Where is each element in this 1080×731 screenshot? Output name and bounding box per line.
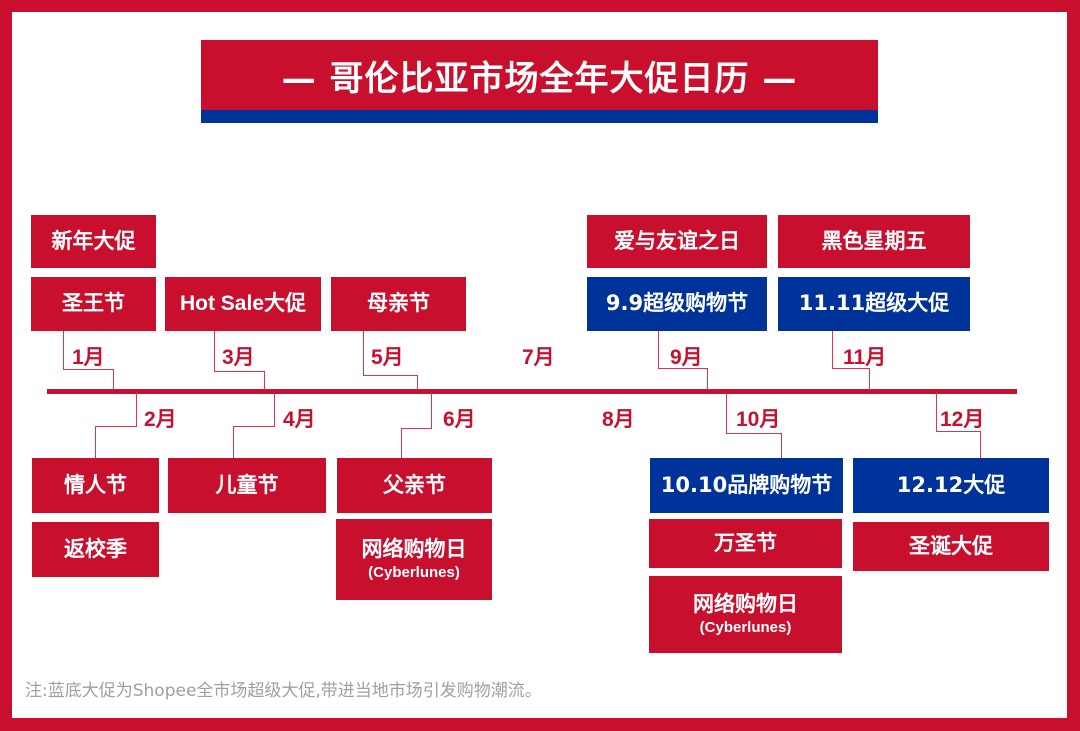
- event-box-10-10-brand-shopping: 10.10品牌购物节: [650, 458, 843, 513]
- title-red-bar: — 哥伦比亚市场全年大促日历 —: [201, 40, 878, 110]
- connector-oct: [726, 393, 727, 434]
- month-label-mar: 3月: [222, 346, 255, 369]
- month-label-apr: 4月: [283, 408, 316, 431]
- event-box-mothers-day: 母亲节: [331, 277, 466, 331]
- month-label-sep: 9月: [670, 346, 703, 369]
- connector-jun: [401, 428, 402, 458]
- connector-mar: [264, 371, 265, 390]
- event-box-childrens-day: 儿童节: [168, 458, 326, 513]
- connector-jan: [63, 331, 64, 370]
- connector-may: [417, 375, 418, 390]
- connector-may: [363, 331, 364, 376]
- event-label: 返校季: [64, 536, 127, 561]
- event-label: Hot Sale大促: [179, 292, 307, 316]
- event-label: 10.10品牌购物节: [660, 472, 833, 497]
- connector-dec: [980, 431, 981, 458]
- month-label-jul: 7月: [522, 346, 555, 369]
- event-sublabel: (Cyberlunes): [699, 619, 792, 637]
- connector-feb: [95, 426, 96, 458]
- event-label: 儿童节: [215, 472, 279, 497]
- event-box-black-friday: 黑色星期五: [778, 215, 970, 268]
- connector-may: [363, 375, 418, 376]
- event-box-cyberlunes-june: 网络购物日 (Cyberlunes): [336, 519, 492, 600]
- connector-feb: [95, 426, 137, 427]
- event-box-11-11-super-sale: 11.11超级大促: [778, 277, 970, 331]
- month-label-may: 5月: [371, 346, 404, 369]
- title-blue-underline: [201, 110, 878, 123]
- page-title: — 哥伦比亚市场全年大促日历 —: [281, 58, 798, 99]
- event-box-three-kings-day: 圣王节: [31, 277, 156, 331]
- content-area: [12, 12, 1067, 718]
- connector-sep: [707, 368, 708, 390]
- month-label-feb: 2月: [144, 408, 177, 431]
- connector-oct: [781, 433, 782, 458]
- event-box-back-to-school: 返校季: [32, 522, 159, 577]
- connector-jan: [63, 369, 114, 370]
- month-label-aug: 8月: [602, 408, 635, 431]
- event-label: 万圣节: [714, 530, 777, 555]
- event-label: 12.12大促: [896, 472, 1006, 497]
- connector-jun: [431, 393, 432, 429]
- event-box-halloween: 万圣节: [649, 519, 842, 568]
- month-label-oct: 10月: [736, 408, 781, 431]
- month-label-jan: 1月: [72, 346, 105, 369]
- connector-sep: [658, 368, 708, 369]
- event-label: 爱与友谊之日: [614, 228, 740, 253]
- month-label-dec: 12月: [940, 408, 985, 431]
- month-label-nov: 11月: [843, 346, 887, 369]
- event-box-9-9-super-shopping: 9.9超级购物节: [587, 277, 767, 331]
- event-box-christmas-sale: 圣诞大促: [853, 522, 1049, 571]
- event-sublabel: (Cyberlunes): [368, 564, 460, 582]
- event-box-love-friendship-day: 爱与友谊之日: [587, 215, 767, 268]
- footnote: 注:蓝底大促为Shopee全市场超级大促,带进当地市场引发购物潮流。: [25, 681, 542, 701]
- connector-nov: [832, 368, 870, 369]
- connector-oct: [726, 433, 782, 434]
- connector-mar: [214, 331, 215, 372]
- event-box-12-12-sale: 12.12大促: [853, 458, 1049, 513]
- connector-jan: [113, 369, 114, 390]
- event-label: 圣诞大促: [909, 533, 993, 558]
- connector-feb: [136, 393, 137, 427]
- connector-dec: [936, 393, 937, 432]
- event-label: 父亲节: [383, 472, 446, 497]
- event-label: 新年大促: [51, 228, 136, 253]
- event-box-cyberlunes-october: 网络购物日 (Cyberlunes): [649, 576, 842, 653]
- connector-dec: [936, 431, 981, 432]
- event-label: 9.9超级购物节: [605, 291, 749, 316]
- connector-jun: [401, 428, 432, 429]
- month-label-jun: 6月: [443, 408, 476, 431]
- connector-nov: [869, 368, 870, 390]
- connector-nov: [832, 331, 833, 369]
- event-label: 母亲节: [367, 291, 430, 316]
- event-label: 11.11超级大促: [798, 291, 950, 316]
- event-label: 情人节: [64, 472, 127, 497]
- timeline-axis: [47, 389, 1017, 394]
- event-label: 黑色星期五: [821, 228, 927, 253]
- connector-sep: [658, 331, 659, 369]
- event-label: 网络购物日: [361, 536, 467, 561]
- event-label: 网络购物日: [693, 591, 798, 616]
- event-box-hot-sale: Hot Sale大促: [165, 277, 321, 331]
- title-banner: — 哥伦比亚市场全年大促日历 —: [201, 40, 878, 124]
- event-box-fathers-day: 父亲节: [337, 458, 492, 513]
- connector-apr: [233, 426, 234, 458]
- event-box-valentines-day: 情人节: [32, 458, 159, 513]
- connector-apr: [274, 393, 275, 427]
- connector-apr: [233, 426, 275, 427]
- event-label: 圣王节: [62, 291, 125, 316]
- event-box-new-year-sale: 新年大促: [31, 215, 156, 268]
- connector-mar: [214, 371, 265, 372]
